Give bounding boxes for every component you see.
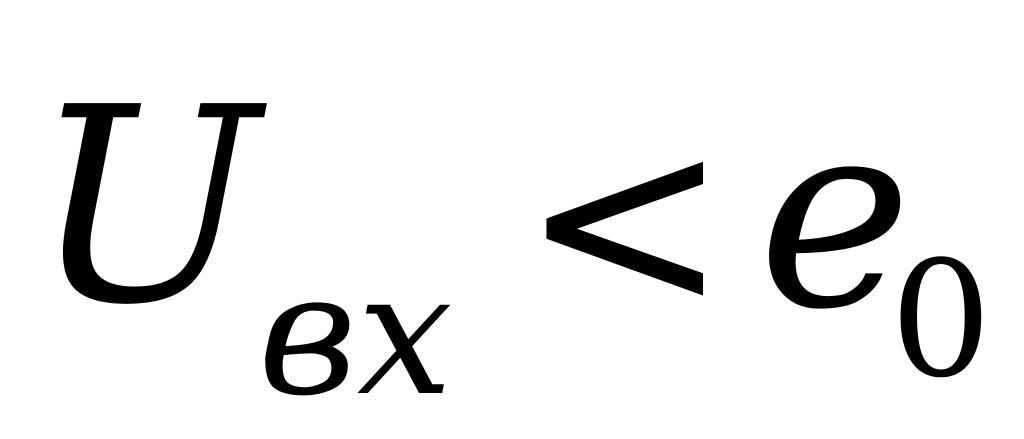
subscript-vkh: вх (258, 236, 453, 434)
subscript-zero: 0 (890, 226, 992, 413)
variable-e: e (758, 65, 912, 367)
less-than-symbol: < (520, 75, 730, 366)
variable-u: U (32, 49, 260, 364)
